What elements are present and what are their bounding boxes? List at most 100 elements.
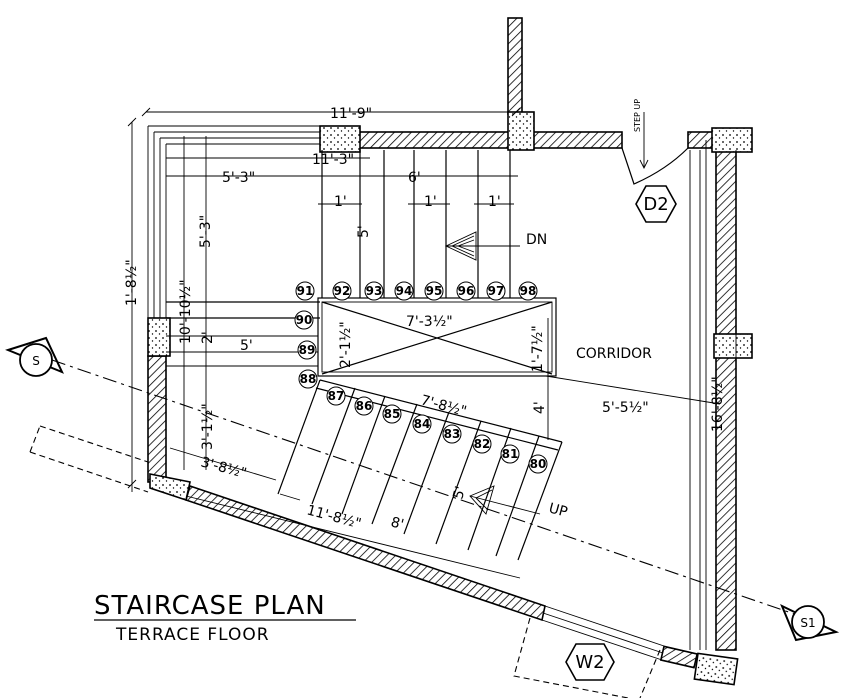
- dim-left-diag: 3'-8½": [199, 454, 248, 482]
- dim-inner-width: 11'-3": [312, 152, 354, 168]
- step-number-83-circle: [442, 424, 462, 444]
- door-tag-hexagon: [635, 185, 677, 223]
- column-right-mid: [713, 333, 753, 359]
- corridor-label: CORRIDOR: [576, 346, 652, 362]
- step-number-92: 92: [334, 284, 351, 298]
- step-number-88-circle: [298, 369, 318, 389]
- step-number-88: 88: [300, 372, 317, 386]
- step-number-94: 94: [396, 284, 413, 298]
- step-number-96: 96: [458, 284, 475, 298]
- step-number-85: 85: [384, 407, 401, 421]
- window-tag-hexagon: [565, 643, 615, 681]
- column-bottom-left: [149, 473, 191, 502]
- title-block: STAIRCASE PLAN TERRACE FLOOR: [94, 591, 356, 645]
- step-number-87: 87: [328, 389, 345, 403]
- door-tag: D2: [643, 194, 668, 215]
- dn-label: DN: [526, 232, 547, 248]
- top-wall-left: [357, 131, 511, 149]
- dim-landing-5: 5': [240, 338, 253, 354]
- dim-flight-5: 5': [450, 485, 469, 501]
- dim-tread-a: 1': [334, 194, 347, 210]
- step-number-83: 83: [444, 427, 461, 441]
- window-w2: [565, 643, 615, 681]
- step-number-90: 90: [296, 313, 313, 327]
- window-tag: W2: [575, 652, 604, 673]
- step-up-label: STEP UP: [633, 99, 642, 132]
- column-left: [147, 317, 171, 357]
- labels: DN UP STEP UP CORRIDOR D2 W2 S S1: [32, 99, 815, 673]
- columns: [147, 111, 753, 686]
- dim-tread-b: 1': [424, 194, 437, 210]
- step-number-81-circle: [500, 444, 520, 464]
- dim-height-mid: 10'-10½": [178, 279, 194, 344]
- step-number-90-circle: [294, 310, 314, 330]
- top-wall-far-right: [687, 131, 715, 149]
- step-number-86: 86: [356, 399, 373, 413]
- dim-flight-width: 5': [356, 225, 372, 238]
- bottom-right-wall: [659, 645, 699, 669]
- dim-corridor-h: 16'-8½": [710, 376, 726, 432]
- dim-overall-height: 1'-8½": [124, 259, 140, 306]
- dim-landing-h2: 1'-7½": [530, 325, 546, 372]
- step-number-91: 91: [297, 284, 314, 298]
- step-number-93: 93: [366, 284, 383, 298]
- column-top-mid: [507, 111, 535, 151]
- dim-left-span: 5'-3": [222, 170, 255, 186]
- step-number-84-circle: [412, 414, 432, 434]
- section-mark-end: [791, 605, 825, 639]
- section-mark-start: [19, 343, 53, 377]
- dim-gap-4: 4': [532, 401, 548, 414]
- step-number-84: 84: [414, 417, 431, 431]
- step-number-92-circle: [332, 281, 352, 301]
- dim-tread-c: 1': [488, 194, 501, 210]
- top-wall-right: [531, 131, 623, 149]
- column-top-left: [319, 125, 361, 153]
- walls: [147, 17, 737, 669]
- step-number-97-circle: [486, 281, 506, 301]
- left-wall: [147, 355, 167, 483]
- dim-flight-8: 8': [389, 514, 405, 533]
- step-number-81: 81: [502, 447, 519, 461]
- step-number-89: 89: [299, 343, 316, 357]
- section-end-label: S1: [800, 616, 815, 630]
- step-number-97: 97: [488, 284, 505, 298]
- step-number-95: 95: [426, 284, 443, 298]
- dim-right-span: 6': [408, 170, 421, 186]
- column-bottom-right: [693, 652, 739, 686]
- dim-small-2: 2': [200, 331, 216, 344]
- step-number-87-circle: [326, 386, 346, 406]
- step-number-93-circle: [364, 281, 384, 301]
- landing: [166, 297, 557, 377]
- top-vertical-wall: [507, 17, 523, 115]
- section-start-label: S: [32, 354, 40, 368]
- outer-border-lines: [147, 125, 737, 650]
- step-number-82: 82: [474, 437, 491, 451]
- dim-landing-h1: 2'-1½": [338, 321, 354, 368]
- step-number-86-circle: [354, 396, 374, 416]
- section-line: [5, 336, 840, 642]
- page-subtitle: TERRACE FLOOR: [115, 625, 270, 645]
- dashed-elements: [29, 425, 665, 698]
- step-number-95-circle: [424, 281, 444, 301]
- dim-vertical-left: 5'-3": [198, 215, 214, 248]
- step-numbers: 91 92 93 94 95 96 97 98 90 89 88 87 86 85 84 83 82 81 80: [294, 281, 548, 474]
- up-label: UP: [547, 500, 569, 520]
- dim-left-low: 3'-1½": [200, 403, 216, 450]
- step-number-85-circle: [382, 404, 402, 424]
- door-d2: [621, 112, 689, 223]
- step-number-82-circle: [472, 434, 492, 454]
- page-title: STAIRCASE PLAN: [94, 591, 326, 621]
- step-number-96-circle: [456, 281, 476, 301]
- upper-flight: [166, 150, 520, 319]
- step-number-98-circle: [518, 281, 538, 301]
- step-number-80: 80: [530, 457, 547, 471]
- step-number-94-circle: [394, 281, 414, 301]
- step-number-98: 98: [520, 284, 537, 298]
- dim-corridor-w: 5'-5½": [602, 400, 649, 416]
- dim-overall-width: 11'-9": [330, 106, 372, 122]
- step-number-91-circle: [295, 281, 315, 301]
- dimension-labels: 11'-9" 11'-3" 5'-3" 6' 1' 1' 1' 5' 5'-3"…: [124, 106, 726, 533]
- dim-landing-w: 7'-3½": [406, 314, 453, 330]
- step-number-89-circle: [297, 340, 317, 360]
